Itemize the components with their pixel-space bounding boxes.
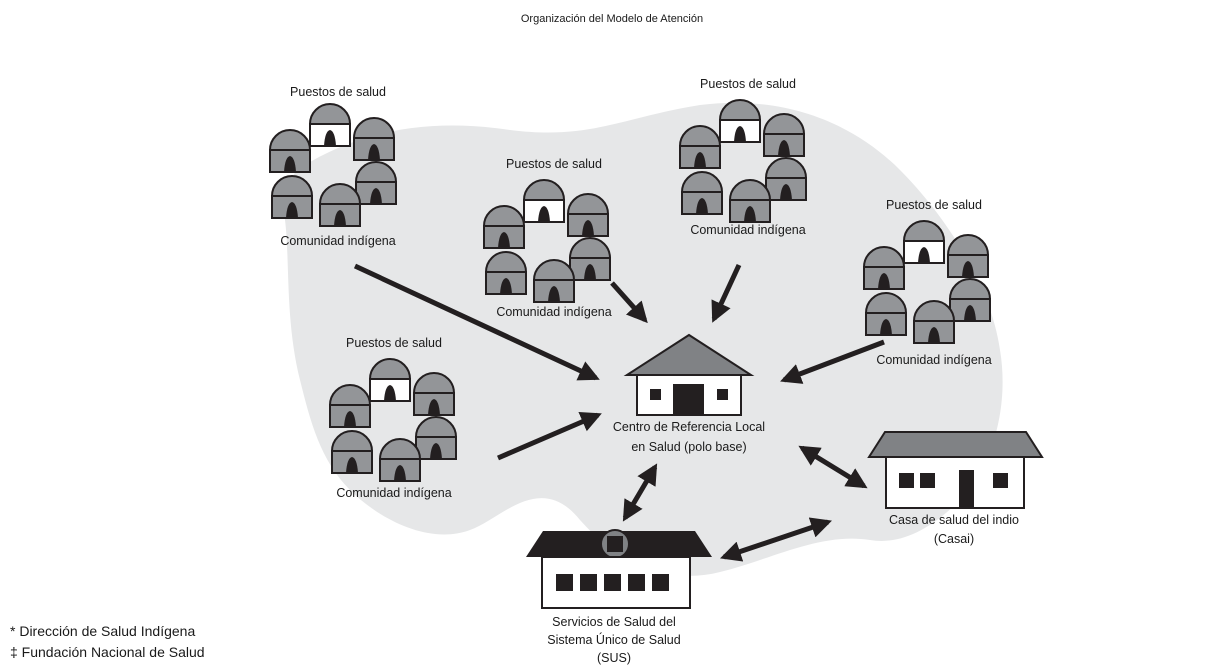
hut-icon bbox=[330, 430, 374, 474]
arrow-cluster1-to-center bbox=[353, 263, 600, 381]
indigenous-community-label: Comunidad indígena bbox=[280, 234, 395, 248]
casai-roof bbox=[867, 431, 1044, 458]
community-cluster-1: Puestos de salud Comunidad indígena bbox=[268, 85, 398, 248]
sus-emblem-square bbox=[607, 536, 623, 552]
hut-icon bbox=[568, 237, 612, 281]
hut-icon bbox=[864, 292, 908, 336]
health-post-hut-icon bbox=[718, 99, 762, 143]
hut-icon bbox=[414, 416, 458, 460]
door-icon bbox=[959, 470, 974, 508]
casai-building bbox=[867, 431, 1044, 509]
arrow-cluster2-to-center bbox=[610, 281, 648, 324]
arrow-sus-casai bbox=[720, 517, 832, 562]
window-icon bbox=[899, 473, 914, 488]
community-cluster-4: Puestos de salud Comunidad indígena bbox=[862, 198, 992, 367]
door-icon bbox=[673, 384, 704, 415]
hut-icon bbox=[378, 438, 422, 482]
window-icon bbox=[604, 574, 621, 591]
health-post-hut-icon bbox=[368, 358, 412, 402]
window-icon bbox=[556, 574, 573, 591]
window-icon bbox=[717, 389, 728, 400]
window-icon bbox=[650, 389, 661, 400]
window-icon bbox=[920, 473, 935, 488]
hut-icon bbox=[268, 129, 312, 173]
health-post-label: Puestos de salud bbox=[346, 336, 442, 350]
hut-icon bbox=[412, 372, 456, 416]
community-cluster-5: Puestos de salud Comunidad indígena bbox=[328, 336, 458, 500]
footnote-1: * Dirección de Salud Indígena bbox=[10, 623, 195, 639]
window-icon bbox=[993, 473, 1008, 488]
indigenous-community-label: Comunidad indígena bbox=[876, 353, 991, 367]
hut-icon bbox=[764, 157, 808, 201]
hut-icon bbox=[678, 125, 722, 169]
arrow-cluster3-to-center bbox=[711, 263, 742, 323]
hut-icon bbox=[532, 259, 576, 303]
hut-icon bbox=[762, 113, 806, 157]
arrow-cluster5-to-center bbox=[497, 411, 602, 461]
footnote-2: ‡ Fundación Nacional de Salud bbox=[10, 644, 205, 660]
window-icon bbox=[628, 574, 645, 591]
sus-building bbox=[526, 529, 712, 609]
hut-icon bbox=[566, 193, 610, 237]
arrow-center-sus bbox=[622, 463, 658, 522]
diagram-title: Organización del Modelo de Atención bbox=[521, 13, 703, 25]
window-icon bbox=[580, 574, 597, 591]
hut-icon bbox=[728, 179, 772, 223]
health-post-label: Puestos de salud bbox=[290, 85, 386, 99]
hut-icon bbox=[948, 278, 992, 322]
health-post-label: Puestos de salud bbox=[886, 198, 982, 212]
health-post-hut-icon bbox=[902, 220, 946, 264]
hut-icon bbox=[318, 183, 362, 227]
window-icon bbox=[652, 574, 669, 591]
arrows bbox=[353, 263, 885, 562]
community-cluster-2: Puestos de salud Comunidad indígena bbox=[482, 157, 612, 319]
sus-label-line3: (SUS) bbox=[597, 651, 631, 665]
hut-icon bbox=[354, 161, 398, 205]
indigenous-community-label: Comunidad indígena bbox=[336, 486, 451, 500]
hut-icon bbox=[482, 205, 526, 249]
reference-center-label-line1: Centro de Referencia Local bbox=[613, 420, 765, 434]
reference-center-building bbox=[623, 333, 755, 416]
health-post-label: Puestos de salud bbox=[506, 157, 602, 171]
hut-icon bbox=[680, 171, 724, 215]
hut-icon bbox=[484, 251, 528, 295]
hut-icon bbox=[270, 175, 314, 219]
casai-label-line1: Casa de salud del indio bbox=[889, 513, 1019, 527]
health-post-label: Puestos de salud bbox=[700, 77, 796, 91]
hut-icon bbox=[328, 384, 372, 428]
community-cluster-3: Puestos de salud Comunidad indígena bbox=[678, 77, 808, 237]
reference-center-label-line2: en Salud (polo base) bbox=[631, 440, 746, 454]
hut-icon bbox=[862, 246, 906, 290]
sus-label-line2: Sistema Único de Salud bbox=[547, 632, 680, 647]
casai-label-line2: (Casai) bbox=[934, 532, 974, 546]
indigenous-community-label: Comunidad indígena bbox=[496, 305, 611, 319]
sus-label-line1: Servicios de Salud del bbox=[552, 615, 676, 629]
hut-icon bbox=[352, 117, 396, 161]
arrow-center-casai bbox=[798, 445, 868, 489]
health-post-hut-icon bbox=[522, 179, 566, 223]
arrow-cluster4-to-center bbox=[780, 339, 885, 384]
health-post-hut-icon bbox=[308, 103, 352, 147]
hut-icon bbox=[912, 300, 956, 344]
hut-icon bbox=[946, 234, 990, 278]
indigenous-community-label: Comunidad indígena bbox=[690, 223, 805, 237]
